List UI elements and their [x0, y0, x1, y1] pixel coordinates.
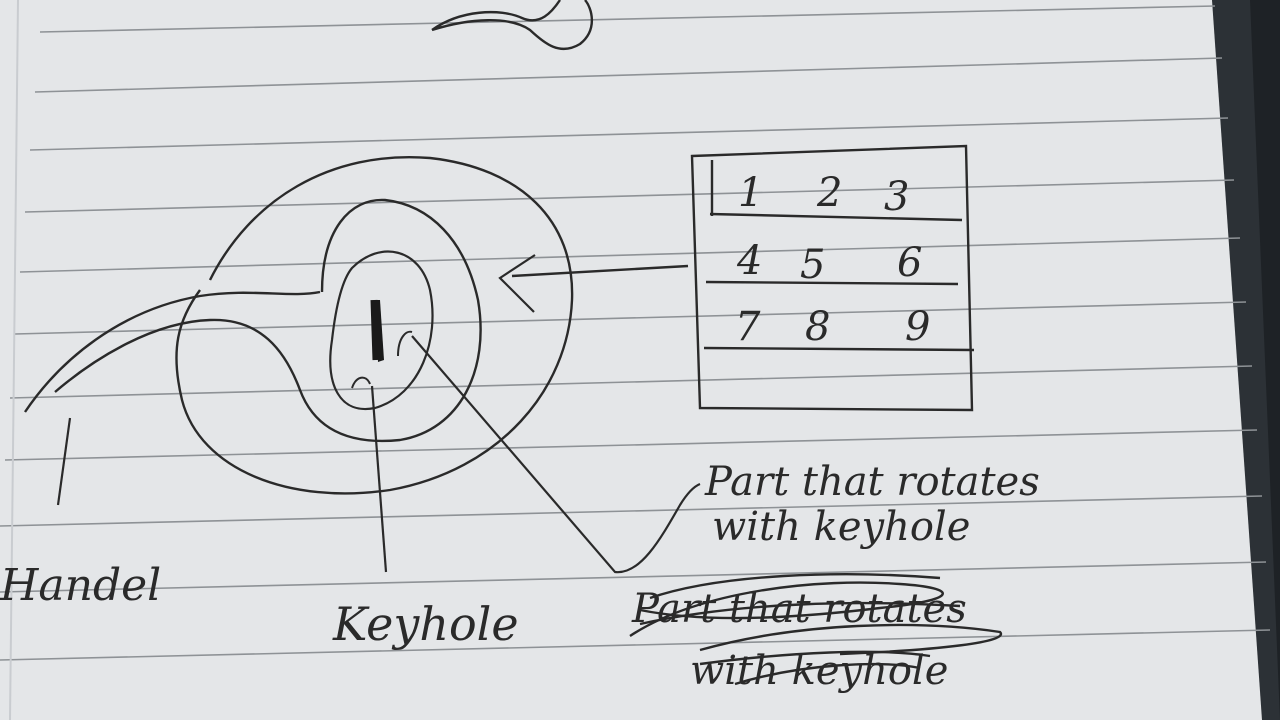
handle-label: Handel: [0, 560, 161, 611]
key-6: 6: [897, 240, 922, 286]
rotating-part-label-line2: with keyhole: [712, 504, 970, 550]
key-7: 7: [735, 304, 761, 350]
keyhole-mark: [351, 376, 371, 389]
ruled-lines: [0, 5, 1271, 661]
struck-label-line2: with keyhole: [690, 648, 948, 694]
strike-through-scribble: [629, 573, 1003, 686]
key-1: 1: [738, 170, 763, 216]
handle-upper-edge: [24, 290, 321, 413]
page-margin: [9, 0, 19, 720]
keypad-box: [690, 144, 975, 412]
keyhole-pointer-line: [370, 385, 388, 573]
key-4: 4: [736, 238, 762, 284]
inner-rotating-ring: [329, 250, 434, 411]
rotating-part-mark: [397, 330, 413, 357]
handle-pointer-line: [56, 417, 72, 506]
key-8: 8: [805, 304, 830, 350]
key-9: 9: [905, 304, 930, 350]
keyhole-label: Keyhole: [332, 597, 519, 651]
handle-and-middle-ring: [54, 198, 482, 443]
keypad-digits: 1 2 3 4 5 6 7 8 9: [735, 170, 930, 350]
keyhole-icon: [370, 299, 380, 361]
key-2: 2: [816, 170, 842, 216]
top-sketch-fragment: [431, 0, 594, 51]
rotating-part-pointer-line: [411, 335, 701, 574]
key-3: 3: [884, 174, 909, 220]
lock-outer-ring: [175, 155, 574, 495]
key-5: 5: [800, 242, 825, 288]
arrow-head-icon: [498, 254, 536, 313]
arrow-shaft: [511, 264, 689, 278]
rotating-part-label-line1: Part that rotates: [704, 459, 1040, 505]
